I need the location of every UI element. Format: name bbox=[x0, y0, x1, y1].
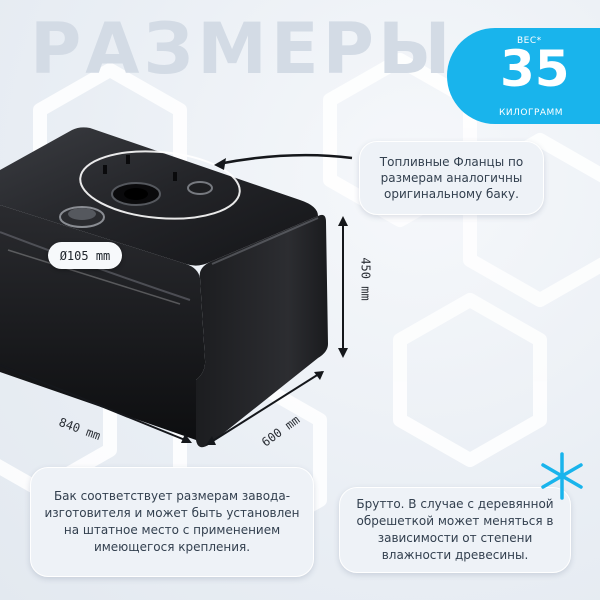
weight-label: ВЕС* bbox=[517, 36, 542, 46]
neck-diameter-label: Ø105 mm bbox=[48, 242, 122, 269]
weight-value: 35 bbox=[500, 40, 570, 98]
height-dimension-label: 450 mm bbox=[358, 257, 373, 301]
flange-note: Топливные Фланцы по размерам аналогичны … bbox=[359, 141, 544, 215]
weight-badge: ВЕС* 35 КИЛОГРАММ bbox=[447, 28, 600, 124]
factory-fit-note: Бак соответствует размерам завода-изгото… bbox=[30, 467, 314, 577]
weight-unit: КИЛОГРАММ bbox=[499, 108, 564, 118]
asterisk-icon bbox=[541, 452, 583, 500]
page-title: РАЗМЕРЫ bbox=[30, 8, 455, 90]
gross-weight-note: Брутто. В случае с деревянной обрешеткой… bbox=[339, 487, 571, 573]
